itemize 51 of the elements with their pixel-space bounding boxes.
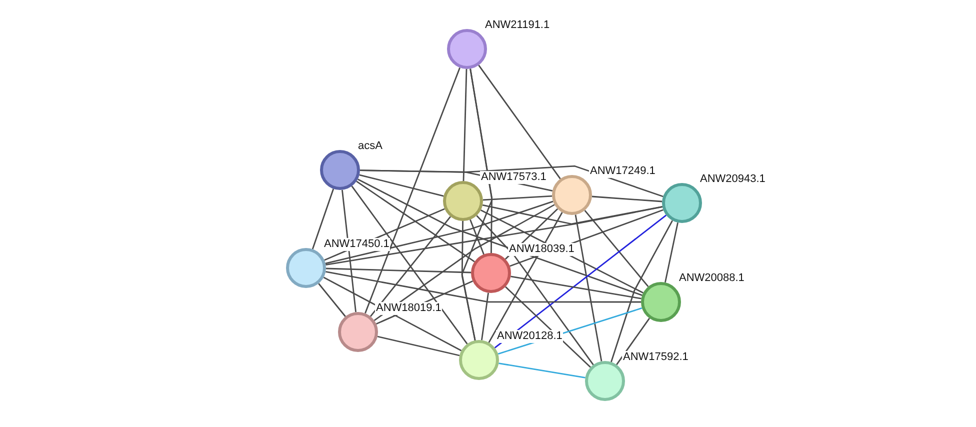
interaction-line [359,174,444,197]
interaction-line [318,283,346,317]
interaction-line [494,214,667,348]
interaction-line [481,292,489,340]
protein-node [338,312,378,352]
interaction-line [326,268,472,274]
protein-node [641,282,681,322]
interaction-line [326,271,641,303]
interaction-line [461,221,476,341]
interaction-line [584,210,649,288]
interaction-line [370,216,452,317]
interaction-line [616,318,650,366]
node-label: ANW17249.1 [589,165,656,178]
node-label: ANW17573.1 [480,171,548,184]
protein-node [459,340,499,380]
interaction-line [488,212,563,343]
interaction-line [610,220,674,362]
node-label: ANW18039.1 [508,243,576,256]
interaction-line [478,64,561,180]
interaction-line [377,336,460,356]
node-label: ANW18019.1 [375,302,442,315]
interaction-line [470,219,484,255]
interaction-line [374,204,555,321]
node-label: ANW20128.1 [496,330,564,343]
interaction-line [574,214,602,362]
interaction-line [364,67,460,314]
interaction-line [342,190,356,312]
protein-node [443,181,483,221]
interaction-line [351,186,468,344]
interaction-line [312,188,334,250]
interaction-line [360,165,664,198]
protein-node [447,29,487,69]
protein-node [585,361,625,401]
protein-node [471,253,511,293]
interaction-line [498,362,586,378]
interaction-line [357,178,642,296]
protein-node [286,248,326,288]
interaction-line [592,196,662,202]
interaction-line [325,200,554,264]
interaction-line [476,215,594,366]
interaction-line [462,68,468,182]
interaction-line [510,276,642,300]
interaction-line [664,222,678,283]
protein-node [320,150,360,190]
protein-node [552,175,592,215]
interaction-line [356,180,475,262]
interaction-line [326,206,663,266]
node-label: ANW17450.1 [323,238,390,251]
interaction-line [482,195,552,201]
interaction-line [482,204,663,225]
protein-node [662,183,702,223]
